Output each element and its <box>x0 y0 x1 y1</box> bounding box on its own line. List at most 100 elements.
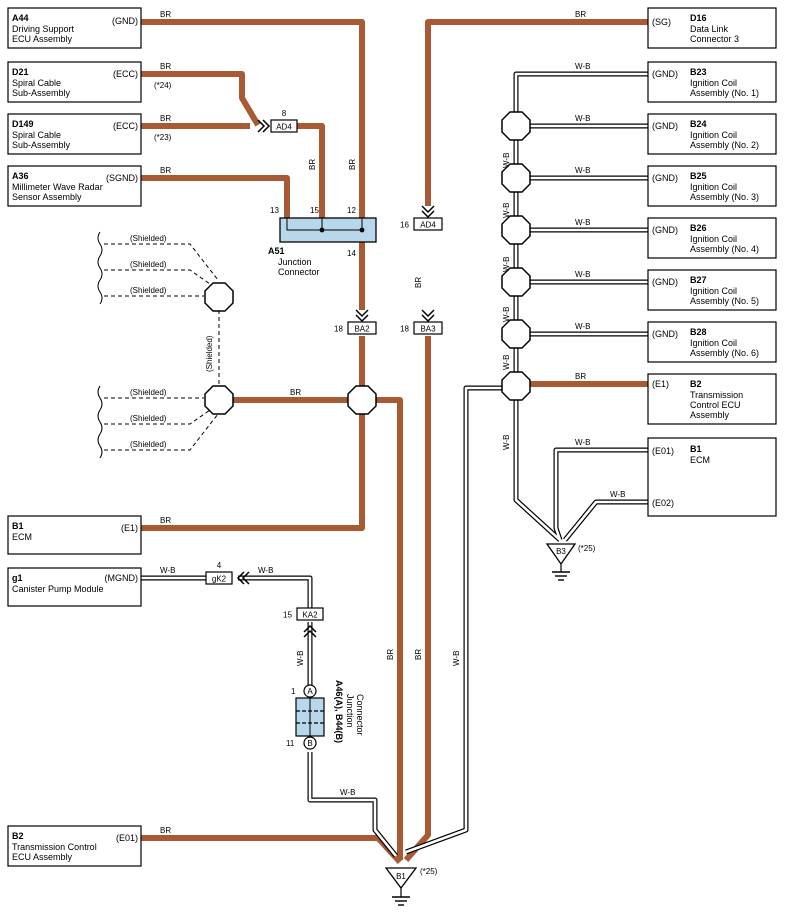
component-g1[interactable]: g1 Canister Pump Module (MGND) <box>7 567 142 607</box>
component-b24[interactable]: (GND) B24 Ignition Coil Assembly (No. 2) <box>647 113 777 155</box>
wire-d21-ecc <box>141 71 261 127</box>
svg-text:W-B: W-B <box>502 435 511 450</box>
wire-a36-sgnd <box>141 175 290 218</box>
svg-text:Ignition Coil: Ignition Coil <box>690 234 737 244</box>
svg-text:15: 15 <box>310 206 319 215</box>
splice-wb-5 <box>501 319 531 349</box>
svg-text:D149: D149 <box>12 119 34 129</box>
wire-d16-sg <box>425 19 648 206</box>
svg-text:(Shielded): (Shielded) <box>130 234 167 243</box>
shield-junction-lower <box>204 385 234 415</box>
svg-text:Data Link: Data Link <box>690 24 729 34</box>
ground-b1: B1 (*25) <box>384 867 438 906</box>
svg-text:(ECC): (ECC) <box>113 121 138 131</box>
svg-text:ECU Assembly: ECU Assembly <box>12 34 73 44</box>
svg-text:(GND): (GND) <box>652 329 678 339</box>
svg-text:BR: BR <box>290 388 301 397</box>
svg-text:Assembly (No. 5): Assembly (No. 5) <box>690 296 759 306</box>
svg-text:BR: BR <box>160 166 171 175</box>
svg-text:Connector: Connector <box>355 694 365 736</box>
svg-text:W-B: W-B <box>575 62 590 71</box>
svg-text:B2: B2 <box>690 379 702 389</box>
svg-text:ECU Assembly: ECU Assembly <box>12 852 73 862</box>
component-b1-ecm-right[interactable]: (E01) (E02) B1 ECM <box>647 437 777 517</box>
svg-text:BR: BR <box>160 826 171 835</box>
component-d16[interactable]: (SG) D16 Data Link Connector 3 <box>647 7 777 49</box>
svg-text:Junction: Junction <box>278 257 312 267</box>
svg-text:11: 11 <box>286 739 295 748</box>
svg-text:KA2: KA2 <box>302 611 318 620</box>
svg-text:(*24): (*24) <box>154 81 172 90</box>
component-b2-tcu-right[interactable]: (E1) B2 Transmission Control ECU Assembl… <box>647 373 777 425</box>
component-b25[interactable]: (GND) B25 Ignition Coil Assembly (No. 3) <box>647 165 777 207</box>
junction-points <box>204 111 531 415</box>
connector-gk2: gK2 4 <box>205 561 250 585</box>
junction-connector-a51: 13 15 12 14 A51 Junction Connector <box>268 206 377 277</box>
component-d149[interactable]: D149 Spiral Cable Sub-Assembly (ECC) <box>7 113 142 155</box>
component-d21[interactable]: D21 Spiral Cable Sub-Assembly (ECC) <box>7 61 142 103</box>
svg-text:(GND): (GND) <box>652 69 678 79</box>
wire-b2-e01 <box>141 835 403 865</box>
svg-text:BR: BR <box>386 649 395 660</box>
svg-text:W-B: W-B <box>502 355 511 370</box>
svg-text:(*25): (*25) <box>420 867 438 876</box>
svg-text:Millimeter Wave Radar: Millimeter Wave Radar <box>12 182 103 192</box>
svg-text:Ignition Coil: Ignition Coil <box>690 286 737 296</box>
svg-text:(ECC): (ECC) <box>113 69 138 79</box>
svg-text:BA3: BA3 <box>420 325 436 334</box>
svg-text:Assembly (No. 1): Assembly (No. 1) <box>690 88 759 98</box>
svg-text:Sub-Assembly: Sub-Assembly <box>12 140 71 150</box>
svg-text:B23: B23 <box>690 67 707 77</box>
svg-text:14: 14 <box>347 249 356 258</box>
component-b27[interactable]: (GND) B27 Ignition Coil Assembly (No. 5) <box>647 269 777 311</box>
component-a44[interactable]: A44 Driving Support ECU Assembly (GND) <box>7 7 142 49</box>
component-b26[interactable]: (GND) B26 Ignition Coil Assembly (No. 4) <box>647 217 777 259</box>
svg-text:A51: A51 <box>268 246 285 256</box>
svg-text:W-B: W-B <box>502 307 511 322</box>
svg-text:16: 16 <box>400 221 409 230</box>
svg-text:BR: BR <box>308 159 317 170</box>
svg-text:Ignition Coil: Ignition Coil <box>690 78 737 88</box>
svg-text:(Shielded): (Shielded) <box>130 440 167 449</box>
svg-text:ECM: ECM <box>690 455 710 465</box>
svg-text:W-B: W-B <box>575 218 590 227</box>
svg-text:Driving Support: Driving Support <box>12 24 75 34</box>
component-b2-tcu-left[interactable]: B2 Transmission Control ECU Assembly (E0… <box>7 825 142 867</box>
ground-b3: B3 (*25) <box>545 543 596 581</box>
svg-text:12: 12 <box>347 206 356 215</box>
svg-text:(Shielded): (Shielded) <box>130 414 167 423</box>
svg-text:13: 13 <box>270 206 279 215</box>
svg-text:(Shielded): (Shielded) <box>130 388 167 397</box>
svg-text:15: 15 <box>283 611 292 620</box>
svg-text:B3: B3 <box>556 547 566 556</box>
svg-text:B1: B1 <box>690 444 702 454</box>
wire-wb-inner <box>141 72 648 857</box>
svg-text:gK2: gK2 <box>212 575 227 584</box>
component-b28[interactable]: (GND) B28 Ignition Coil Assembly (No. 6) <box>647 321 777 363</box>
svg-text:BR: BR <box>160 114 171 123</box>
splice-wb-1 <box>501 111 531 141</box>
svg-text:g1: g1 <box>12 573 23 583</box>
svg-text:W-B: W-B <box>502 257 511 272</box>
splice-br-junction <box>347 385 377 415</box>
svg-text:Ignition Coil: Ignition Coil <box>690 130 737 140</box>
svg-text:Connector 3: Connector 3 <box>690 34 739 44</box>
svg-text:D16: D16 <box>690 13 707 23</box>
component-b1-ecm-left[interactable]: B1 ECM (E1) <box>7 515 142 555</box>
svg-text:B27: B27 <box>690 275 707 285</box>
svg-text:D21: D21 <box>12 67 29 77</box>
component-b23[interactable]: (GND) B23 Ignition Coil Assembly (No. 1) <box>647 61 777 103</box>
svg-text:W-B: W-B <box>575 322 590 331</box>
svg-text:Connector: Connector <box>278 267 320 277</box>
component-a36[interactable]: A36 Millimeter Wave Radar Sensor Assembl… <box>7 165 142 207</box>
svg-text:W-B: W-B <box>575 114 590 123</box>
svg-text:Assembly (No. 6): Assembly (No. 6) <box>690 348 759 358</box>
svg-text:W-B: W-B <box>160 566 175 575</box>
svg-text:(E1): (E1) <box>121 523 138 533</box>
svg-text:W-B: W-B <box>340 788 355 797</box>
svg-text:AD4: AD4 <box>420 221 436 230</box>
svg-text:W-B: W-B <box>258 566 273 575</box>
svg-text:A: A <box>307 687 313 696</box>
svg-text:(E1): (E1) <box>652 379 669 389</box>
svg-text:(GND): (GND) <box>112 16 138 26</box>
